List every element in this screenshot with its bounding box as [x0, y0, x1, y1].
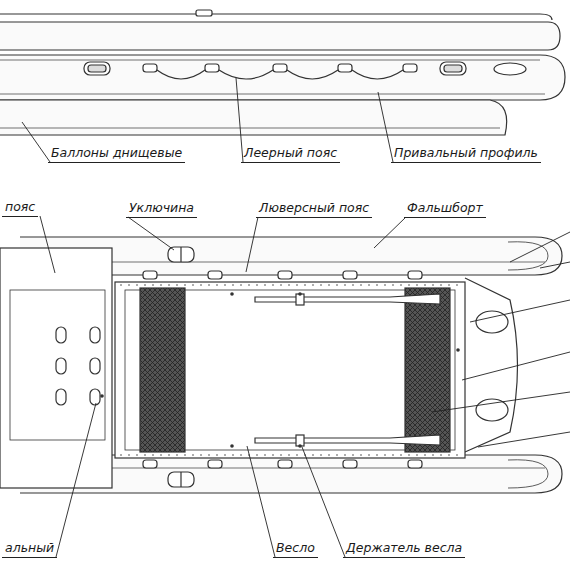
leader-lines: [22, 78, 570, 557]
part-label: Баллоны днищевые: [48, 145, 185, 163]
part-label: Весло: [273, 540, 318, 558]
part-label: Уключина: [126, 200, 197, 218]
part-label: Держатель весла: [343, 540, 465, 558]
part-label: пояс: [2, 199, 38, 217]
part-label: Фальшборт: [404, 200, 486, 218]
part-label: Привальный профиль: [391, 145, 541, 163]
part-label: альный: [2, 540, 57, 558]
part-label: Леерный пояс: [241, 145, 340, 163]
part-label: Люверсный пояс: [256, 200, 372, 218]
